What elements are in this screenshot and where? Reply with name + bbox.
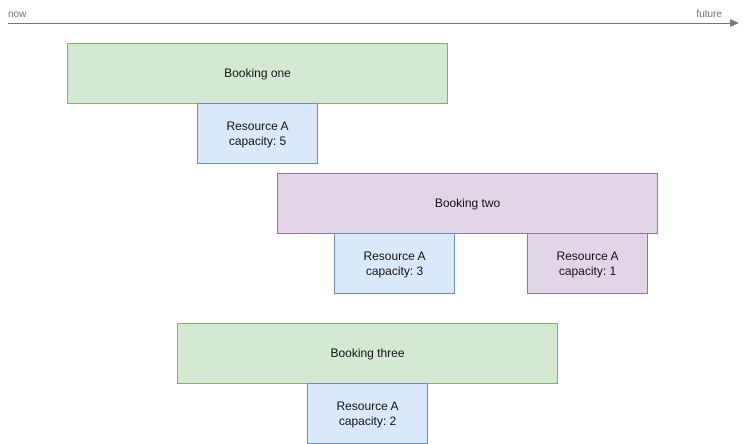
resource-capacity: capacity: 5 xyxy=(228,133,287,148)
resource-capacity: capacity: 1 xyxy=(558,263,617,278)
booking-one-title: Booking one xyxy=(224,66,291,80)
timeline-arrow-icon xyxy=(730,19,739,27)
resource-name: Resource A xyxy=(336,398,399,413)
booking-one-box[interactable]: Booking one xyxy=(67,43,448,104)
booking-two-title: Booking two xyxy=(434,196,501,210)
booking-three-resource-a[interactable]: Resource A capacity: 2 xyxy=(307,383,428,444)
booking-one-resource-a[interactable]: Resource A capacity: 5 xyxy=(197,103,318,164)
resource-name: Resource A xyxy=(226,118,289,133)
booking-two-resource-a-first[interactable]: Resource A capacity: 3 xyxy=(334,233,455,294)
resource-name: Resource A xyxy=(363,248,426,263)
resource-capacity: capacity: 3 xyxy=(365,263,424,278)
resource-name: Resource A xyxy=(556,248,619,263)
timeline-axis-line xyxy=(8,23,734,24)
booking-two-resource-a-second[interactable]: Resource A capacity: 1 xyxy=(527,233,648,294)
timeline-end-label: future xyxy=(696,9,722,20)
resource-capacity: capacity: 2 xyxy=(338,413,397,428)
booking-three-title: Booking three xyxy=(330,346,405,360)
timeline-start-label: now xyxy=(8,9,27,20)
booking-three-box[interactable]: Booking three xyxy=(177,323,558,384)
booking-two-box[interactable]: Booking two xyxy=(277,173,658,234)
